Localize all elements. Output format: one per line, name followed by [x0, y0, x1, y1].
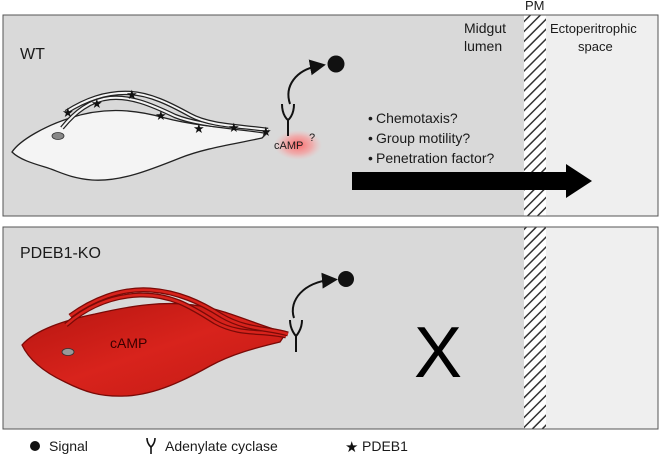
blocked-x-mark: X [414, 313, 462, 393]
midgut-label-line1: Midgut [464, 20, 506, 36]
hypothesis-group-motility: Group motility? [376, 130, 470, 146]
wt-question-mark: ? [309, 132, 315, 144]
ko-panel: PDEB1-KO cAMP X [2, 226, 659, 430]
pdeb1-star-icon: ★ [260, 124, 272, 139]
ko-signal-arrow [291, 272, 338, 319]
ko-peritrophic-matrix [524, 227, 546, 429]
ko-label: PDEB1-KO [20, 245, 101, 262]
wt-label: WT [20, 46, 45, 63]
ecto-label-line1: Ectoperitrophic [550, 21, 637, 36]
ko-signal-icon [338, 271, 354, 287]
ko-ecto-region [546, 227, 658, 429]
pdeb1-star-icon: ★ [193, 121, 205, 136]
wt-camp-glow [274, 130, 322, 160]
midgut-label-line2: lumen [464, 38, 502, 54]
hypothesis-chemotaxis: Chemotaxis? [376, 110, 458, 126]
legend-cyclase-icon [146, 437, 156, 454]
ecto-label-line2: space [578, 39, 613, 54]
pm-label: PM [525, 0, 545, 13]
legend-signal-label: Signal [49, 438, 88, 454]
wt-signal-icon [327, 55, 345, 73]
wt-kinetoplast [51, 132, 65, 140]
bullet-dot: • [368, 110, 373, 126]
ko-kinetoplast [61, 348, 75, 356]
pdeb1-star-icon: ★ [155, 108, 167, 123]
ko-parasite: cAMP [21, 287, 289, 397]
legend-pdeb1-label: PDEB1 [362, 438, 408, 454]
wt-panel: WT ★ ★ ★ ★ ★ ★ ★ cAMP ? [2, 14, 659, 217]
pdeb1-star-icon: ★ [228, 120, 240, 135]
wt-pdeb1-stars: ★ ★ ★ ★ ★ ★ ★ [62, 87, 272, 139]
ko-flagellum [65, 293, 287, 338]
ko-adenylate-cyclase-icon [289, 319, 303, 352]
legend-cyclase-label: Adenylate cyclase [165, 438, 278, 454]
bullet-dot: • [368, 130, 373, 146]
wt-hypotheses-list: • Chemotaxis? • Group motility? • Penetr… [368, 110, 495, 166]
pdeb1-star-icon: ★ [62, 105, 74, 120]
legend-signal-icon [30, 441, 40, 451]
pdeb1-star-icon: ★ [91, 96, 103, 111]
wt-adenylate-cyclase-icon [281, 103, 295, 136]
wt-camp-label: cAMP [274, 140, 303, 152]
wt-peritrophic-matrix [524, 15, 546, 216]
legend-pdeb1-star-icon: ★ [345, 439, 358, 456]
wt-parasite-body [11, 109, 270, 181]
wt-signal-arrow [287, 59, 326, 105]
legend: Signal Adenylate cyclase ★ PDEB1 [30, 437, 408, 456]
ko-camp-label: cAMP [110, 335, 147, 351]
migration-arrow [352, 164, 592, 198]
hypothesis-penetration-factor: Penetration factor? [376, 150, 495, 166]
pdeb1-star-icon: ★ [126, 87, 138, 102]
bullet-dot: • [368, 150, 373, 166]
wt-parasite: ★ ★ ★ ★ ★ ★ ★ [11, 87, 272, 181]
